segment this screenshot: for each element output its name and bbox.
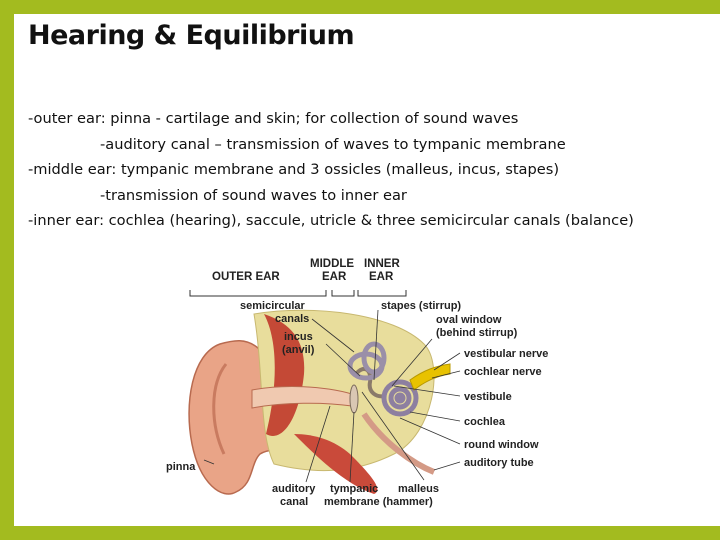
label-round-window: round window [464, 439, 539, 451]
notes-text: -outer ear: pinna - cartilage and skin; … [28, 106, 720, 234]
label-oval-window-2: (behind stirrup) [436, 327, 518, 339]
muscle-tissue [264, 314, 305, 436]
ossicles [354, 366, 387, 399]
label-malleus: malleus [398, 483, 439, 495]
label-auditory-tube: auditory tube [464, 457, 534, 469]
slide-title: Hearing & Equilibrium [28, 20, 355, 51]
outer-ear-desc: - cartilage and skin; for collection of … [151, 110, 519, 127]
auditory-canal-line: -auditory canal – transmission of waves … [100, 135, 566, 153]
tympanic-membrane [349, 384, 359, 414]
label-auditory-canal-1: auditory [272, 483, 316, 495]
label-semicircular-canals-1: semicircular [240, 300, 306, 312]
middle-ear-header-line1: MIDDLE [310, 258, 354, 270]
label-oval-window-1: oval window [436, 314, 502, 326]
label-tympanic-1: tympanic [330, 483, 378, 495]
outer-ear-line: -outer ear: pinna - cartilage and skin; … [28, 106, 720, 132]
inner-ear-header-line1: INNER [364, 258, 400, 270]
middle-ear-header-line2: EAR [322, 271, 347, 283]
label-tympanic-2: membrane (hammer) [324, 496, 433, 508]
ear-anatomy-diagram: OUTER EAR MIDDLE EAR INNER EAR semicircu… [166, 258, 548, 508]
label-semicircular-canals-2: canals [275, 313, 309, 325]
middle-ear-sub-line: -transmission of sound waves to inner ea… [100, 186, 407, 204]
label-vestibule: vestibule [464, 391, 512, 403]
label-incus-1: incus [284, 331, 313, 343]
outer-ear-header: OUTER EAR [212, 271, 280, 283]
label-incus-2: (anvil) [282, 344, 315, 356]
label-cochlea: cochlea [464, 416, 506, 428]
cochlea-spiral [381, 379, 419, 417]
label-cochlear-nerve: cochlear nerve [464, 366, 542, 378]
outer-ear-term: -outer ear: pinna [28, 110, 152, 127]
label-auditory-canal-2: canal [280, 496, 308, 508]
slide: Hearing & Equilibrium -outer ear: pinna … [14, 14, 720, 526]
semicircular-canals [347, 341, 387, 381]
middle-ear-line: -middle ear: tympanic membrane and 3 oss… [28, 161, 560, 178]
vestibulocochlear-nerve [409, 363, 451, 391]
label-pinna: pinna [166, 461, 196, 473]
inner-ear-header-line2: EAR [369, 271, 394, 283]
label-stapes: stapes (stirrup) [381, 300, 461, 312]
label-vestibular-nerve: vestibular nerve [464, 348, 548, 360]
inner-ear-line: -inner ear: cochlea (hearing), saccule, … [28, 212, 634, 229]
auditory-tube [361, 412, 436, 475]
